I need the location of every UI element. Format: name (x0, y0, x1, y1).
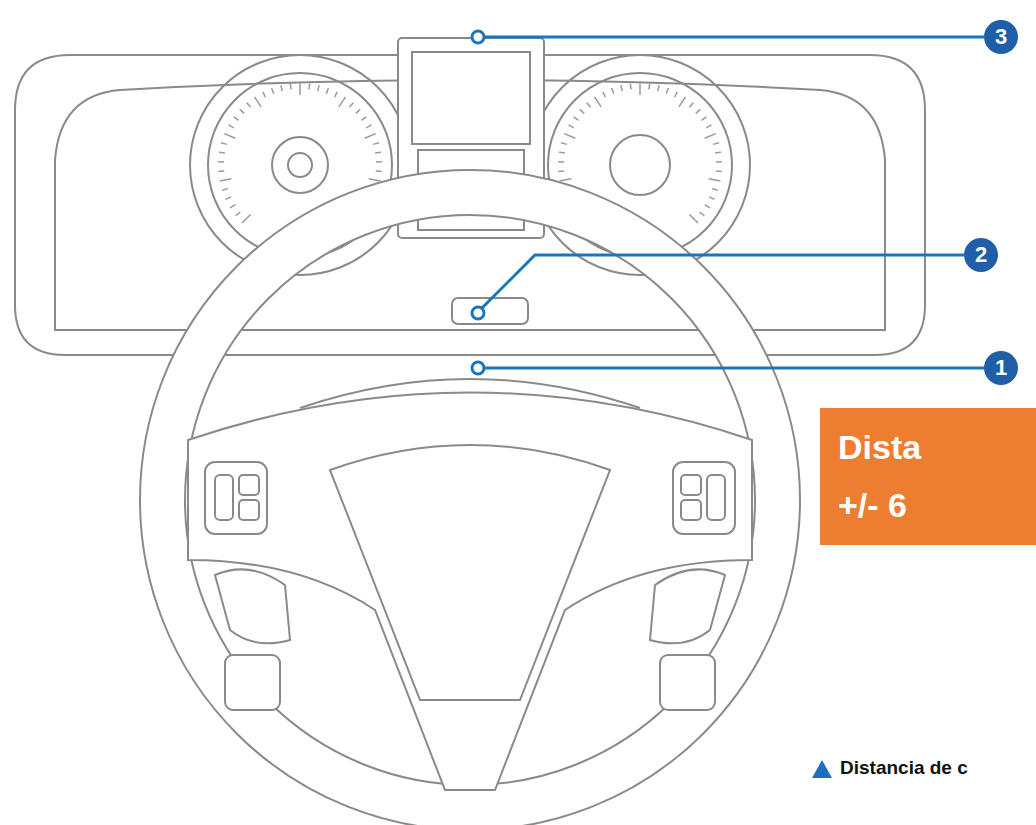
box-text: Dista +/- 6 (838, 418, 958, 534)
callout-number: 3 (984, 20, 1018, 54)
figure-caption: Distancia de c (840, 757, 968, 779)
highlight-box: Dista +/- 6 (820, 408, 1036, 545)
callout-number: 2 (964, 238, 998, 272)
callout-number: 1 (984, 351, 1018, 385)
